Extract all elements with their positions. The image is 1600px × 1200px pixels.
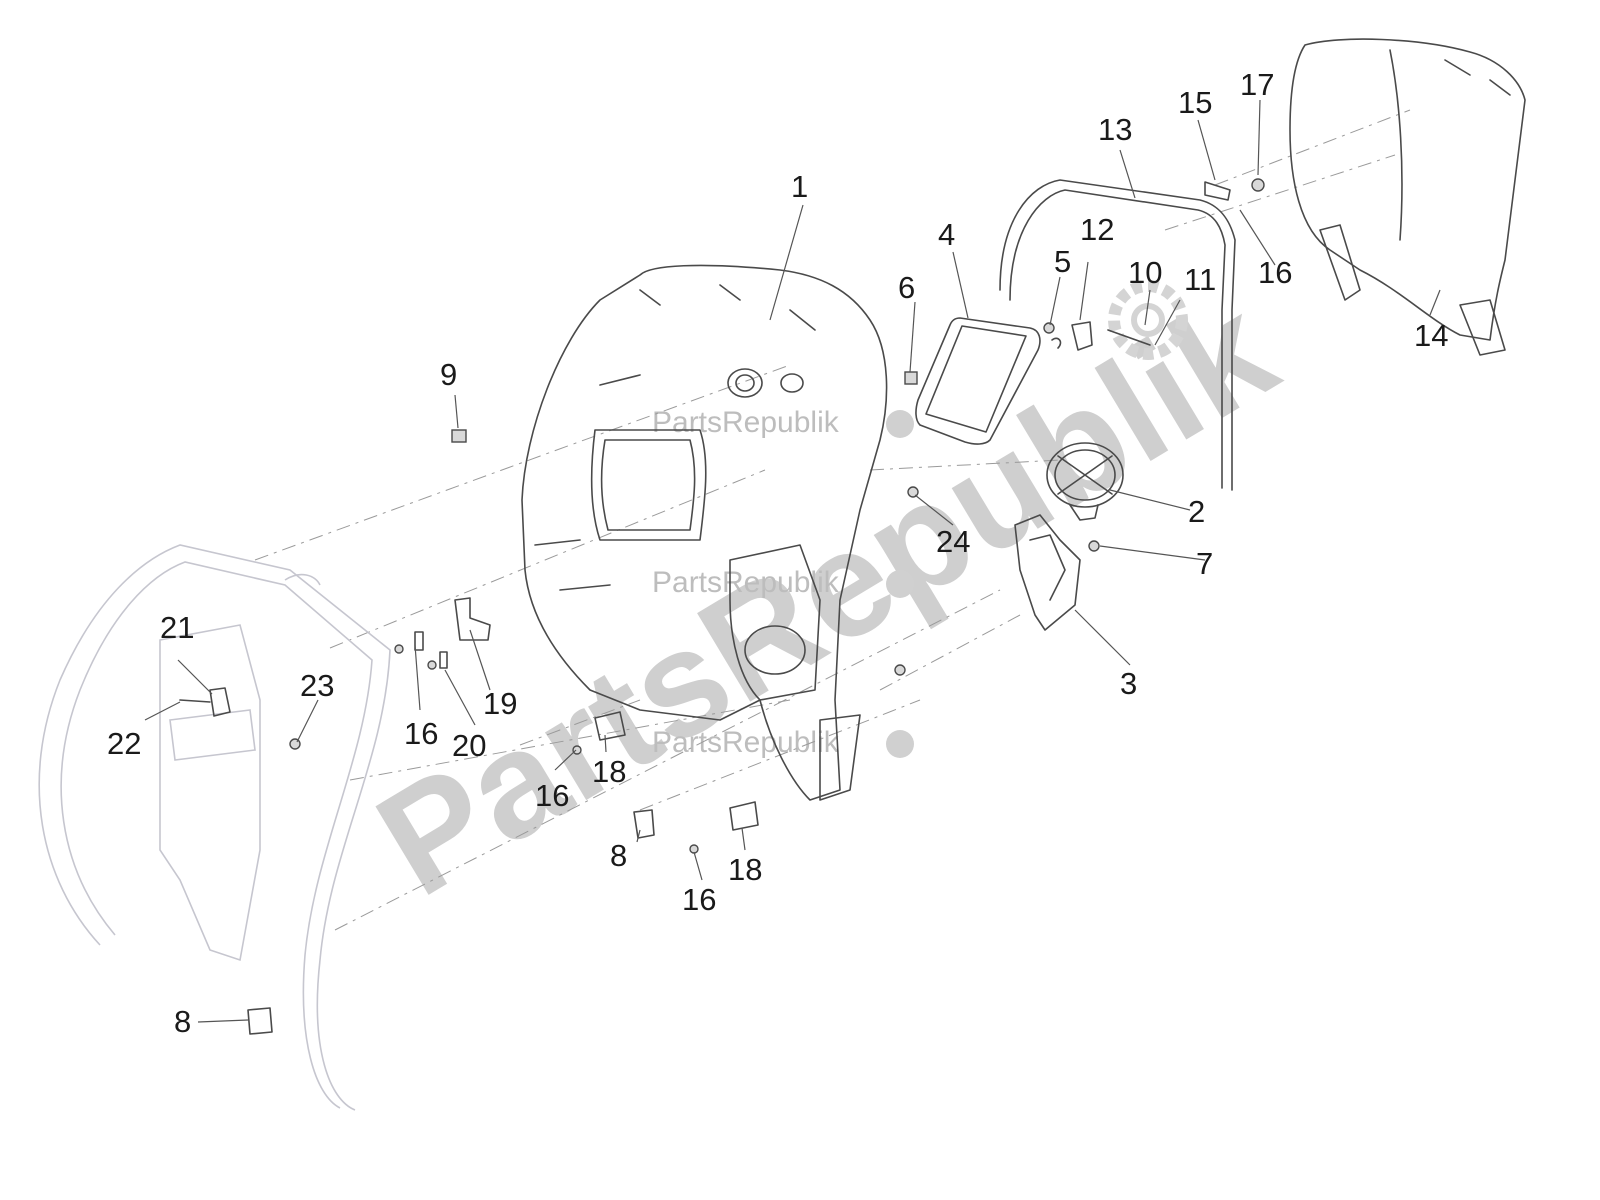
callout-12: 12 (1080, 212, 1114, 247)
watermark-small-text-1: PartsRepublik (652, 406, 840, 439)
bolt-part-22 (179, 699, 211, 703)
screw-extra (894, 664, 906, 676)
watermark-small-text-3: PartsRepublik (652, 726, 840, 759)
callout-14: 14 (1414, 318, 1448, 353)
watermark-small-text-2: PartsRepublik (652, 566, 840, 599)
callout-18b: 18 (728, 852, 762, 887)
bracket-part-15 (1204, 181, 1231, 201)
callout-11: 11 (1184, 262, 1216, 297)
clip-part-17 (1251, 178, 1265, 192)
screw-part-7 (1088, 540, 1100, 552)
callout-16b: 16 (404, 716, 438, 751)
bracket-part-19 (454, 597, 491, 641)
round-grille-part-2 (1046, 442, 1124, 521)
callout-20: 20 (452, 728, 486, 763)
clip-part-8b (247, 1007, 273, 1035)
housing-part-3 (1014, 514, 1081, 631)
callout-3: 3 (1120, 666, 1137, 701)
screw-part-24 (907, 486, 919, 498)
clip-part-8a (633, 809, 655, 839)
callout-10: 10 (1128, 255, 1162, 290)
callout-16a: 16 (1258, 255, 1292, 290)
gear-icon (886, 410, 914, 758)
small-hardware (179, 178, 1265, 1035)
latch-part-12 (1071, 321, 1093, 351)
callout-16d: 16 (682, 882, 716, 917)
leader-lines (144, 99, 1441, 1023)
glovebox-door-part-4 (915, 317, 1041, 445)
spring-part-10 (1051, 337, 1062, 349)
callout-7: 7 (1196, 546, 1213, 581)
callout-8b: 8 (174, 1004, 191, 1039)
clip-part-18a (594, 711, 626, 741)
callout-labels: 1 2 3 4 5 6 7 8 8 9 10 11 12 13 14 15 16… (107, 67, 1448, 1039)
callout-5: 5 (1054, 244, 1071, 279)
callout-4: 4 (938, 217, 955, 252)
callout-6: 6 (898, 270, 915, 305)
callout-16c: 16 (535, 778, 569, 813)
screw-part-16b (427, 660, 437, 670)
leg-shield-part-1 (521, 264, 888, 801)
screw-part-5 (1043, 322, 1055, 334)
pin-part-11 (1107, 329, 1151, 346)
screw-part-16c (572, 745, 582, 755)
callout-1: 1 (791, 169, 808, 204)
callout-13: 13 (1098, 112, 1132, 147)
clip-part-18b (729, 801, 759, 831)
bracket-part-21 (209, 687, 231, 717)
rear-panel-part-14 (1289, 38, 1526, 356)
screw-part-16d (689, 844, 699, 854)
nut-part-23 (289, 738, 301, 750)
clip-part-9 (451, 429, 467, 443)
callout-17: 17 (1240, 67, 1274, 102)
plate-part-16a (414, 631, 424, 651)
callout-21: 21 (160, 610, 194, 645)
gear-icon (1108, 280, 1188, 360)
nut-part-6 (904, 371, 918, 385)
callout-22: 22 (107, 726, 141, 761)
callout-18a: 18 (592, 754, 626, 789)
screw-part-16a (394, 644, 404, 654)
callout-15: 15 (1178, 85, 1212, 120)
callout-23: 23 (300, 668, 334, 703)
callout-8a: 8 (610, 838, 627, 873)
callout-19: 19 (483, 686, 517, 721)
callout-24: 24 (936, 524, 970, 559)
edge-trim-part-13 (999, 179, 1236, 491)
callout-9: 9 (440, 357, 457, 392)
plate-part-20 (439, 651, 448, 669)
rear-frame-outline (38, 544, 391, 1111)
callout-2: 2 (1188, 494, 1205, 529)
